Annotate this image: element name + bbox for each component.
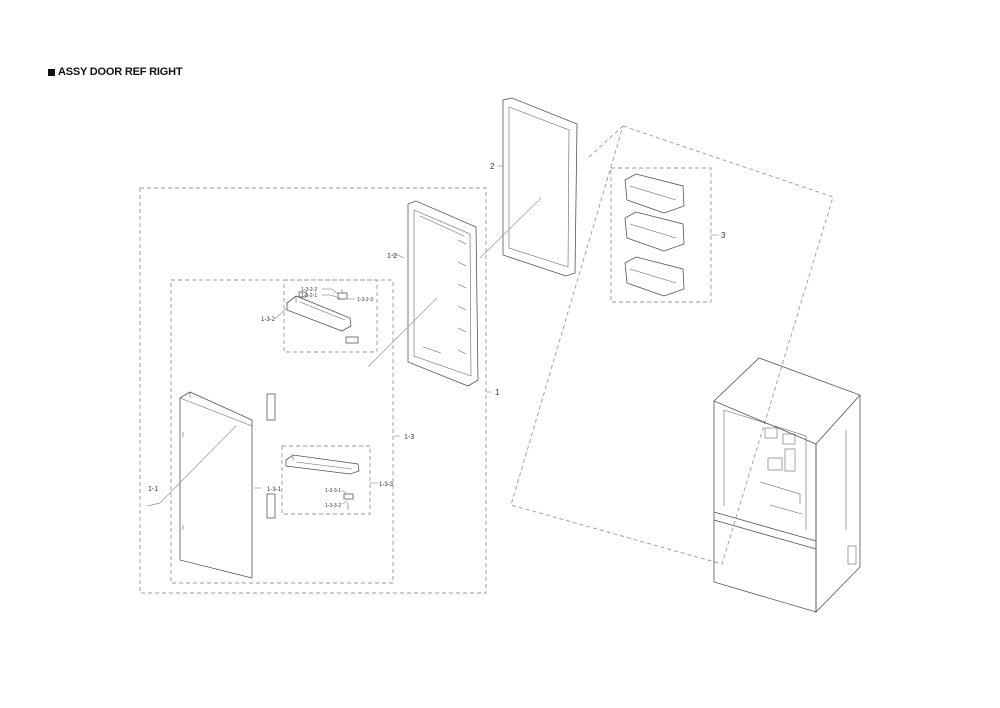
callout-1-3-2-1: 1-3-2-1 [301,293,317,299]
group-box-assembly-1-3-2 [283,279,378,353]
lower-door-cap-part [285,454,360,510]
group-box-assembly-1-3 [170,279,394,584]
callout-1-3-1: 1-3-1 [267,487,282,493]
group-box-bins-3 [610,167,712,303]
callout-2: 2 [490,162,495,171]
diagram-title-text: ASSY DOOR REF RIGHT [58,66,183,78]
callout-3: 3 [721,231,726,240]
upper-door-cap-part [286,289,359,344]
callout-1-3-2-3: 1-3-2-3 [357,297,373,303]
callout-1-2: 1-2 [387,253,397,260]
callout-1-3-2: 1-3-2 [261,317,276,323]
callout-1-3-3-1: 1-3-3-1 [325,488,341,494]
callout-1-3-3-2: 1-3-3-2 [325,503,341,509]
projection-edge [587,125,624,159]
projection-plane [510,125,834,565]
callout-1-3-3: 1-3-3 [379,482,394,488]
diagram-title: ASSY DOOR REF RIGHT [48,66,183,78]
group-box-assembly-1-3-3 [281,445,371,515]
door-outer-panel-part [146,391,253,579]
callout-1: 1 [495,388,500,397]
callout-leaders [254,165,719,505]
door-bin-parts [624,173,685,297]
door-liner-part [367,200,479,387]
door-gasket-part [479,97,578,277]
black-square-icon [48,68,55,76]
group-box-assembly-1 [139,187,487,594]
refrigerator-cabinet [713,357,861,613]
callout-1-1: 1-1 [148,486,158,493]
callout-1-3-2-2: 1-3-2-2 [301,287,317,293]
hinge-bracket-parts [266,393,276,519]
callout-1-3: 1-3 [404,434,414,441]
